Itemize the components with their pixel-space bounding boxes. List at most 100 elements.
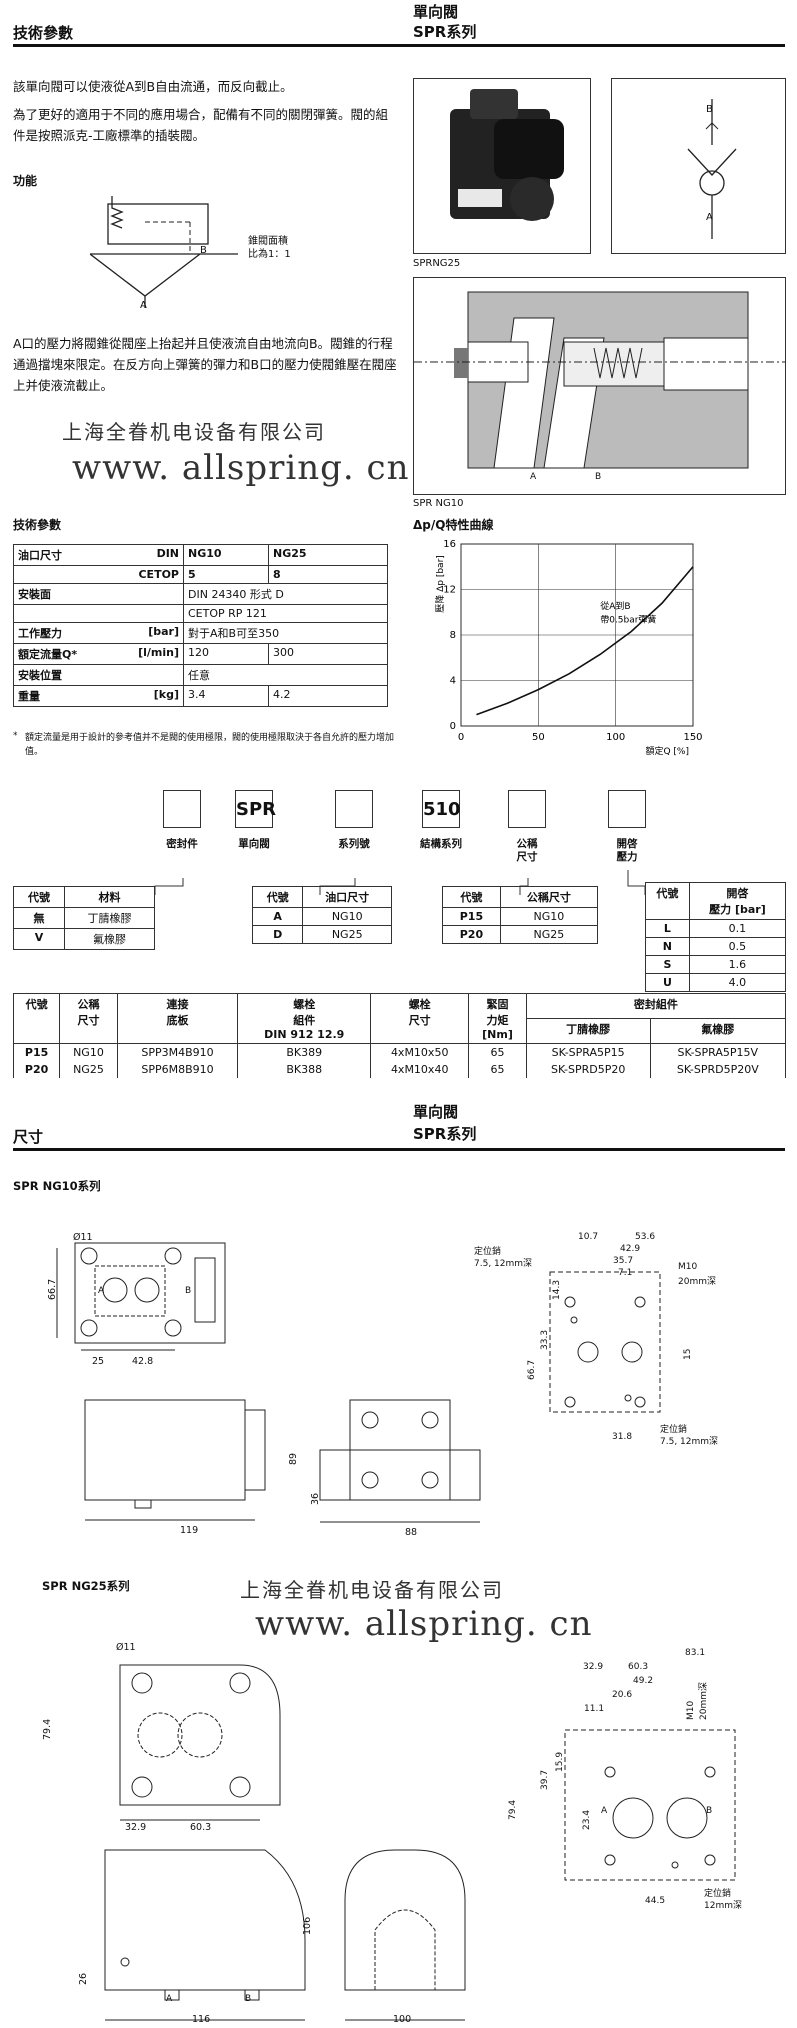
ordering-code-label: 系列號 bbox=[338, 838, 370, 850]
parts-cell: BK389 bbox=[237, 1043, 372, 1061]
chart-ytick-label: 8 bbox=[450, 630, 456, 641]
parts-cell: 4xM10x50 bbox=[370, 1043, 470, 1061]
spec-row: 工作壓力[bar]對于A和B可至350 bbox=[13, 622, 388, 644]
parts-cell: SPP6M8B910 bbox=[116, 1061, 239, 1078]
ng25-d794b: 79.4 bbox=[508, 1799, 518, 1820]
ng10-d107: 10.7 bbox=[578, 1232, 599, 1242]
code-table-cell: A bbox=[251, 907, 304, 926]
header-rule bbox=[13, 44, 785, 47]
ng25-d445: 44.5 bbox=[645, 1896, 666, 1906]
parts-heading: 密封組件 bbox=[525, 993, 787, 1019]
ordering-code-label: 公稱 尺寸 bbox=[516, 838, 538, 863]
chart-xtick-label: 50 bbox=[532, 732, 545, 743]
spec-unit: CETOP bbox=[103, 565, 184, 584]
symbol-port-b: B bbox=[706, 104, 713, 115]
ng25-d159: 15.9 bbox=[555, 1751, 565, 1772]
spec-value-ng10: 任意 bbox=[183, 664, 388, 686]
check-valve-symbol bbox=[687, 99, 737, 239]
valve-section-drawing bbox=[414, 291, 785, 469]
code-table-cell: N bbox=[645, 937, 690, 956]
code-table-heading: 公稱尺寸 bbox=[499, 886, 599, 908]
spec-unit: [l/min] bbox=[103, 643, 184, 665]
chart-xtick-label: 100 bbox=[606, 732, 625, 743]
section-port-a: A bbox=[530, 472, 537, 482]
ng10-d71: 7.1 bbox=[618, 1268, 633, 1278]
chart-xtick-label: 150 bbox=[683, 732, 702, 743]
watermark-url-2: www. allspring. cn bbox=[255, 1604, 593, 1644]
ratio-note-2: 比為1：1 bbox=[248, 249, 291, 260]
ng10-m10-1: M10 bbox=[678, 1262, 698, 1272]
code-table-header: 代號油口尺寸 bbox=[251, 886, 392, 908]
ordering-code-box bbox=[608, 790, 646, 828]
parts-cell: BK388 bbox=[237, 1061, 372, 1078]
spec-unit: [bar] bbox=[103, 622, 184, 644]
ng10-h36: 36 bbox=[310, 1492, 321, 1505]
ordering-code-label: 密封件 bbox=[166, 838, 198, 850]
ng10-front-view bbox=[84, 1399, 266, 1521]
port-b-label: B bbox=[200, 245, 207, 256]
chart-ytick-label: 16 bbox=[443, 539, 456, 550]
spec-value-ng10: DIN 24340 形式 D bbox=[183, 583, 388, 605]
parts-seal-subheading: 氟橡膠 bbox=[649, 1018, 787, 1044]
code-table-cell: S bbox=[645, 955, 690, 974]
ng25-top-view bbox=[119, 1664, 281, 1821]
ng10-d11: Ø11 bbox=[73, 1232, 93, 1243]
spec-label: 重量 bbox=[13, 685, 104, 707]
symbol-port-a: A bbox=[706, 212, 713, 223]
ng25-h26: 26 bbox=[78, 1972, 89, 1985]
parts-cell: SPP3M4B910 bbox=[116, 1043, 239, 1061]
ng10-d15: 15 bbox=[683, 1348, 693, 1360]
chart-xtick-label: 0 bbox=[458, 732, 464, 743]
ng25-w116: 116 bbox=[192, 2014, 211, 2025]
code-table-cell: 氟橡膠 bbox=[64, 928, 155, 950]
page-header-product: 單向閥 bbox=[413, 3, 459, 21]
spec-value-ng10: 5 bbox=[183, 565, 269, 584]
code-table-cell: NG10 bbox=[302, 907, 392, 926]
chart-ylabel: 壓降 Δp [bar] bbox=[434, 555, 446, 613]
ng10-side-view bbox=[319, 1399, 481, 1523]
parts-heading: 公稱 尺寸 bbox=[59, 993, 118, 1044]
code-table-cell: NG25 bbox=[499, 925, 599, 944]
parts-cell: SK-SPRA5P15V bbox=[649, 1043, 787, 1061]
product-photo-frame bbox=[413, 78, 591, 254]
code-table-cell: 0.1 bbox=[688, 919, 787, 938]
chart-ytick-label: 12 bbox=[443, 585, 456, 596]
ng10-port-a: A bbox=[98, 1286, 105, 1296]
ng10-d536: 53.6 bbox=[635, 1232, 656, 1242]
ng10-d143: 14.3 bbox=[552, 1279, 562, 1300]
parts-cell: P15 bbox=[12, 1043, 61, 1061]
ng25-d831: 83.1 bbox=[685, 1648, 706, 1658]
parts-cell: 65 bbox=[468, 1043, 527, 1061]
spec-label: 工作壓力 bbox=[13, 622, 104, 644]
ng10-pin2-2: 7.5, 12mm深 bbox=[660, 1437, 719, 1447]
chart-ytick-label: 4 bbox=[450, 676, 456, 687]
code-table-header: 代號開啓 壓力 [bar] bbox=[645, 882, 787, 920]
spec-value-ng10: 3.4 bbox=[183, 685, 269, 707]
ng10-h667: 66.7 bbox=[47, 1278, 58, 1300]
spec-label: 油口尺寸 bbox=[13, 544, 104, 566]
parts-cell: SK-SPRA5P15 bbox=[525, 1043, 651, 1061]
ng10-port-b: B bbox=[185, 1286, 192, 1296]
page-header-left: 技術參數 bbox=[13, 24, 74, 42]
ng25-d234: 23.4 bbox=[582, 1809, 592, 1830]
parts-heading: 螺栓 尺寸 bbox=[370, 993, 470, 1044]
ng25-m10: M10 20mm深 bbox=[686, 1682, 709, 1720]
page2-header-rule bbox=[13, 1148, 785, 1151]
spec-row: 安裝位置任意 bbox=[13, 664, 388, 686]
valve-photo-illustration bbox=[450, 89, 564, 221]
page2-header-product: 單向閥 bbox=[413, 1103, 459, 1121]
ng10-pin-label-2: 7.5, 12mm深 bbox=[474, 1259, 533, 1269]
ordering-code-label: 單向閥 bbox=[238, 838, 270, 850]
section-port-b: B bbox=[595, 472, 602, 482]
ordering-code-box bbox=[335, 790, 373, 828]
